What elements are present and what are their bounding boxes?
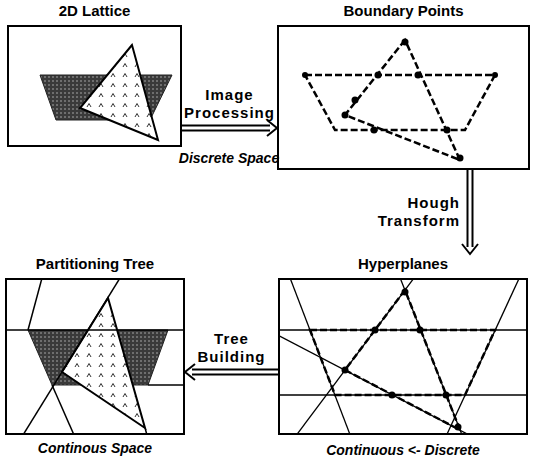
transform-label: Tree Building [182, 330, 282, 366]
double-arrow [182, 120, 277, 136]
panel: Hyperplanes [278, 254, 528, 435]
partition-lines [6, 279, 184, 434]
arrow-head [462, 244, 478, 254]
panel-title: Boundary Points [277, 1, 530, 21]
panel: Boundary Points [277, 1, 530, 170]
panel-frame [5, 278, 185, 435]
panel-title: 2D Lattice [7, 1, 182, 21]
boundary-dots [302, 39, 498, 162]
hyperplane-lines [279, 279, 527, 434]
arrow-stroke [467, 170, 469, 247]
partition-picture [28, 298, 168, 428]
panel-title: Hyperplanes [278, 254, 528, 274]
space-caption: Continuous <- Discrete [326, 442, 480, 458]
panel-frame [278, 278, 528, 435]
arrow-stroke [192, 369, 278, 371]
panel: 2D Lattice [7, 1, 182, 147]
arrow-stroke [182, 130, 270, 132]
arrow-head [185, 364, 195, 380]
double-arrow [185, 364, 278, 380]
hyperplane-boundaries [310, 290, 495, 430]
boundary-points [305, 40, 495, 160]
arrow-stroke [182, 125, 270, 127]
hyperplane-dots [342, 289, 462, 431]
arrow-stroke [472, 170, 474, 247]
arrow-head [267, 120, 277, 136]
panel-frame [7, 25, 182, 147]
arrow-stroke [192, 374, 278, 376]
panel-title: Partitioning Tree [5, 254, 185, 274]
space-caption: Continous Space [38, 440, 152, 456]
panel: Partitioning Tree [5, 254, 185, 435]
panel-frame [277, 25, 530, 170]
transform-label: Hough Transform [360, 194, 460, 230]
space-caption: Discrete Space [179, 150, 279, 166]
double-arrow [462, 170, 478, 254]
lattice-picture [40, 45, 172, 140]
transform-label: Image Processing [180, 86, 280, 122]
